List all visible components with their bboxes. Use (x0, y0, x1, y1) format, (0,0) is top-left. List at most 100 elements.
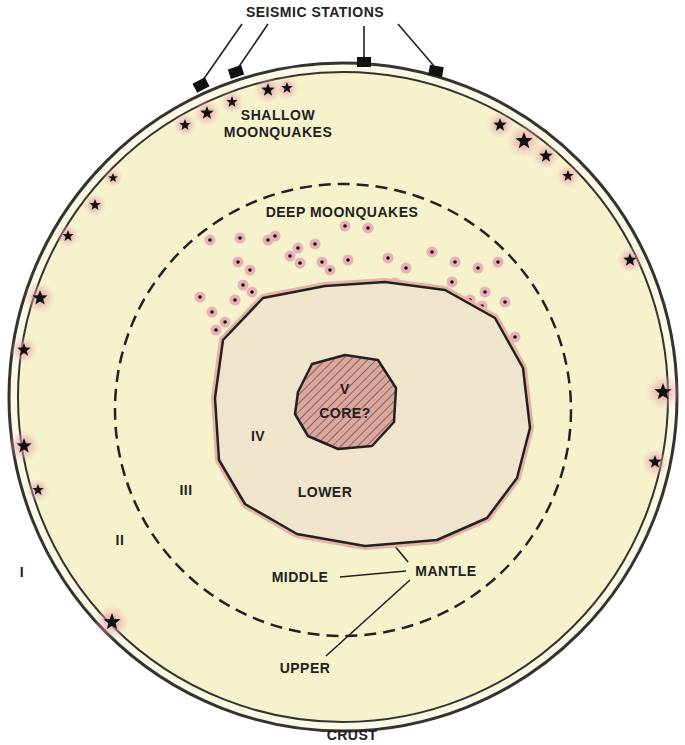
deep-quake-halo (493, 257, 504, 268)
deep-quake-dot (223, 320, 227, 324)
deep-quake-halo (427, 247, 438, 258)
deep-quake-dot (430, 250, 434, 254)
crust-inner (18, 72, 668, 722)
deep-quake-halo (383, 253, 394, 264)
deep-quake-dot (210, 310, 214, 314)
deep-quake-halo (233, 257, 244, 268)
quake-glow (83, 193, 107, 217)
shallow-quake-star (62, 230, 73, 241)
shallow-quake-star (200, 106, 213, 119)
deep-quake-dot (450, 280, 454, 284)
seismic-station-markers (192, 57, 443, 93)
quake-glow (26, 478, 50, 502)
deep-quake-dot (313, 242, 317, 246)
deep-quake-halo (205, 235, 216, 246)
deep-quake-dot (298, 261, 302, 265)
deep-quake-dot (503, 300, 507, 304)
deep-quake-dot (250, 290, 254, 294)
deep-quake-dot (214, 328, 218, 332)
deep-quake-halo (247, 287, 258, 298)
deep-quake-dot (513, 335, 517, 339)
shallow-quake-star (515, 132, 532, 148)
deep-quake-dot (483, 290, 487, 294)
deep-quake-halo (325, 265, 336, 276)
quake-glow (616, 246, 644, 274)
title-label: SEISMIC STATIONS (246, 4, 384, 21)
deep-quake-dot (208, 238, 212, 242)
dashed-boundary (115, 184, 571, 636)
quake-glow (275, 76, 299, 100)
zone-number: V (340, 381, 350, 398)
quake-glow (10, 336, 38, 364)
shallow-quake-star (539, 149, 552, 162)
zone-number: III (179, 482, 192, 499)
deep-quake-dot (343, 224, 347, 228)
quake-glow (24, 282, 56, 314)
deep-quake-halo (220, 317, 231, 328)
shallow-quake-star (179, 119, 190, 130)
deep-quake-halo (340, 221, 351, 232)
shallow-quake-star (32, 484, 43, 495)
deep-quake-dot (328, 268, 332, 272)
quake-glow (532, 142, 560, 170)
deep-quake-dot (238, 236, 242, 240)
deep-quake-halo (235, 233, 246, 244)
deep-quake-dot (366, 226, 370, 230)
deep-quake-dot (266, 238, 270, 242)
zone-number: II (116, 532, 125, 549)
shallow-quake-star (103, 613, 120, 629)
deep-quake-dot (288, 254, 292, 258)
quake-glow (193, 99, 221, 127)
deep-quake-dot (346, 258, 350, 262)
deep-quake-dot (248, 268, 252, 272)
shallow-quake-star (562, 170, 573, 181)
deep-quake-dot (296, 246, 300, 250)
deep-quake-halo (211, 325, 222, 336)
deep-quake-halo (295, 258, 306, 269)
deep-quake-dot (496, 260, 500, 264)
moonquake-markers (8, 76, 681, 640)
deep-quake-halo (363, 223, 374, 234)
quake-glow (8, 430, 40, 462)
region-label: DEEP MOONQUAKES (266, 204, 419, 221)
deep-quake-dot (320, 260, 324, 264)
quake-glow (220, 90, 244, 114)
deep-quake-halo (310, 239, 321, 250)
deep-quake-dot (236, 260, 240, 264)
deep-quake-halo (230, 295, 241, 306)
shallow-quake-star (281, 82, 292, 93)
deep-quake-halo (447, 277, 458, 288)
deep-quake-halo (450, 257, 461, 268)
middle-mantle-region: DEEP MOONQUAKESIIIMIDDLEMANTLEIVLOWERVCO… (113, 182, 573, 638)
crust-label: CRUST (327, 726, 378, 743)
quake-glow (645, 374, 681, 410)
shallow-quake-star (16, 438, 31, 453)
shallow-quake-star (32, 290, 47, 305)
deep-quake-halo (245, 265, 256, 276)
core-outline (295, 355, 396, 449)
shallow-quake-star (226, 96, 237, 107)
mantle-label: MANTLE (415, 563, 476, 580)
shallow-quake-star (17, 343, 30, 356)
deep-quake-halo (480, 287, 491, 298)
quake-glow (556, 164, 580, 188)
deep-quake-halo (500, 297, 511, 308)
shallow-quake-star (108, 173, 118, 182)
deep-quake-dot (453, 260, 457, 264)
quake-glow (56, 224, 80, 248)
deep-quake-halo (263, 235, 274, 246)
deep-quake-halo (401, 263, 412, 274)
deep-quake-halo (195, 292, 206, 303)
mantle-layer-label: UPPER (280, 660, 331, 677)
shallow-quake-star (89, 199, 100, 210)
deep-quake-dot (241, 283, 245, 287)
deep-quake-halo (293, 243, 304, 254)
core-region: VCORE? (290, 352, 402, 452)
deep-quake-dot (233, 298, 237, 302)
region-label: SHALLOW MOONQUAKES (218, 107, 338, 141)
zone-number: IV (251, 428, 265, 445)
mantle-layer-label: MIDDLE (272, 569, 329, 586)
deep-quake-halo (285, 251, 296, 262)
quake-glow (94, 604, 130, 640)
upper-mantle-region: SHALLOW MOONQUAKES II UPPER DEEP MOONQUAKES… (9, 63, 677, 731)
